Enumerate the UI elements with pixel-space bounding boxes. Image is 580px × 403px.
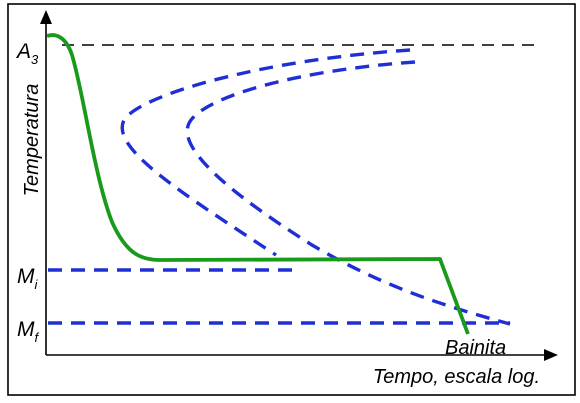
x-axis-arrow-icon [544,349,558,361]
bainita-label: Bainita [445,337,506,359]
axes [40,10,558,361]
a3-label: A3 [15,40,39,67]
y-axis-label: Temperatura [21,84,43,197]
mf-label: Mf [17,318,40,345]
cooling-curve [46,33,470,335]
transformation-start-curve [120,48,411,257]
y-axis-arrow-icon [40,10,52,24]
x-axis-label: Tempo, escala log. [373,366,540,388]
transformation-finish-curve [185,60,511,326]
mi-label: Mi [17,265,39,292]
figure-frame [7,3,576,396]
transformation-curves [48,48,511,326]
